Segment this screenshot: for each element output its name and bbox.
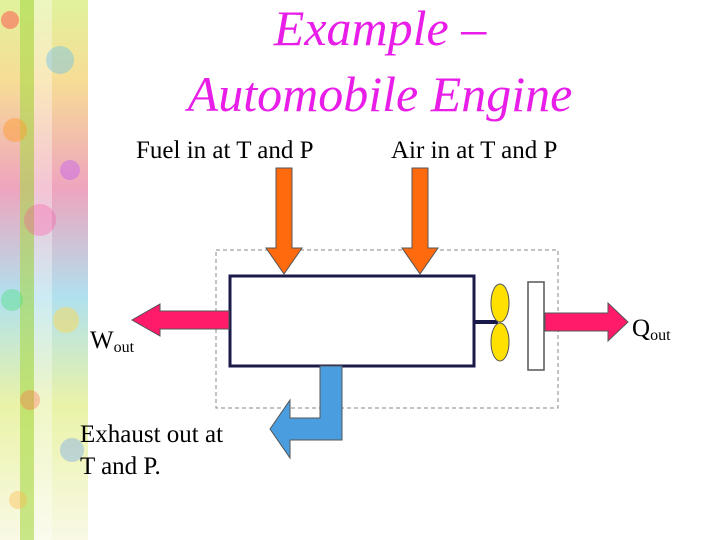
engine-block	[228, 274, 476, 368]
exhaust-label-line1: Exhaust out at	[80, 421, 224, 448]
exhaust-label-line2: T and P.	[80, 453, 161, 480]
fuel-input-arrow	[265, 167, 303, 275]
air-input-arrow	[401, 167, 439, 275]
radiator-plate	[527, 281, 545, 371]
work-output-arrow	[130, 303, 230, 337]
slide-title-line2: Automobile Engine	[187, 66, 573, 122]
work-subscript: out	[113, 339, 135, 356]
heat-output-arrow	[544, 301, 629, 343]
exhaust-output-arrow	[269, 365, 343, 460]
work-out-label: Wout	[90, 326, 134, 359]
work-symbol: W	[90, 327, 114, 354]
slide-title-line1: Example –	[273, 0, 487, 56]
fuel-in-label: Fuel in at T and P	[136, 137, 314, 164]
heat-out-label: Qout	[632, 314, 671, 347]
fan-blade-top	[490, 283, 510, 323]
heat-symbol: Q	[632, 315, 651, 342]
fan-blade-bottom	[490, 322, 510, 362]
decorative-sidebar	[0, 0, 88, 540]
heat-subscript: out	[650, 327, 671, 344]
air-in-label: Air in at T and P	[391, 137, 558, 164]
